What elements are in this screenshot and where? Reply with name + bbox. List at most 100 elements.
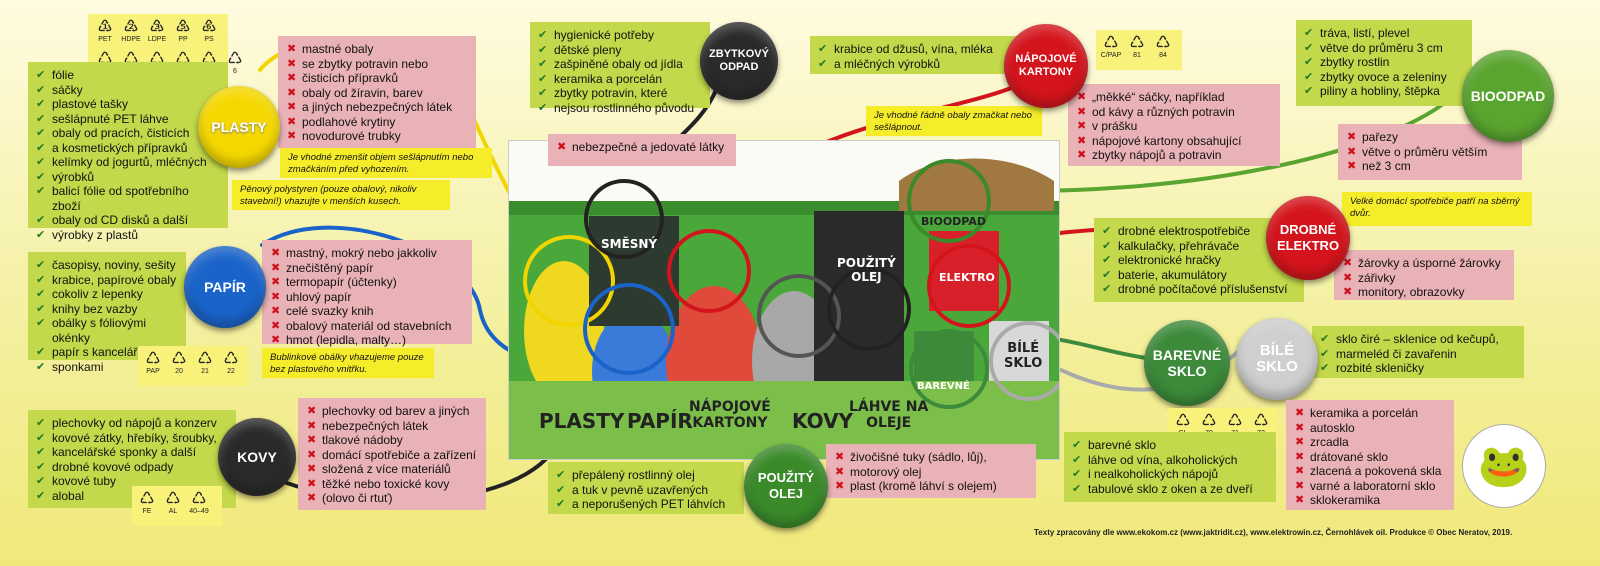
recycle-icon: ♺21 — [197, 349, 213, 376]
list-item: časopisy, noviny, sešity — [36, 258, 178, 273]
list-item: se zbytky potravin nebo — [286, 57, 468, 72]
bioodpad-yes-list: tráva, listí, plevel větve do průměru 3 … — [1296, 20, 1472, 106]
plasty-yes-list: fólie sáčky plastové tašky sešlápnuté PE… — [28, 62, 228, 242]
list-item: varné a laboratorní sklo — [1294, 479, 1446, 494]
recycle-icon: ♺PAP — [145, 349, 161, 376]
recycle-icon: ♺20 — [171, 349, 187, 376]
olej-yes-list: přepálený rostlinný olej a tuk v pevně u… — [548, 462, 744, 514]
list-item: termopapír (účtenky) — [270, 275, 464, 290]
illu-label-elektro: ELEKTRO — [939, 271, 995, 284]
list-item: elektronické hračky — [1102, 253, 1296, 268]
list-item: zbytky nápojů a potravin — [1076, 148, 1272, 163]
list-item: nebezpečné a jedovaté látky — [556, 140, 728, 155]
illu-label-lahve: LÁHVE NA OLEJE — [849, 399, 929, 431]
list-item: alobal — [36, 489, 228, 504]
list-item: zářivky — [1342, 271, 1506, 286]
olej-no-list: živočišné tuky (sádlo, lůj), motorový ol… — [826, 444, 1036, 498]
recycle-icon: ♺81 — [1129, 33, 1145, 60]
list-item: výrobky z plastů — [36, 228, 220, 243]
list-item: „měkké“ sáčky, například — [1076, 90, 1272, 105]
kovy-codes: ♺FE ♺AL ♺40–49 — [136, 490, 210, 516]
list-item: obaly od CD disků a další — [36, 213, 220, 228]
list-item: a jiných nebezpečných látek — [286, 100, 468, 115]
list-item: barevné sklo — [1072, 438, 1268, 453]
recycle-icon: ♺C/PAP — [1100, 33, 1122, 60]
recycle-icon: ♺AL — [165, 489, 181, 516]
olej-badge: POUŽITÝ OLEJ — [744, 444, 828, 528]
list-item: složená z více materiálů — [306, 462, 478, 477]
frog-mascot-icon: 🐸 — [1462, 424, 1546, 508]
recycle-icon: ♵LDPE — [147, 17, 167, 44]
list-item: kelímky od jogurtů, mléčných — [36, 155, 220, 170]
list-item: tráva, listí, plevel — [1304, 26, 1464, 41]
illu-label-bioodpad: BIOODPAD — [921, 215, 987, 228]
list-item: drobné počítačové příslušenství — [1102, 282, 1296, 297]
papir-no-list: mastný, mokrý nebo jakkoliv znečištěný p… — [262, 240, 472, 347]
list-item: fólie — [36, 68, 220, 83]
recycle-icon: ♺22 — [223, 349, 239, 376]
recycle-icon: ♺6 — [227, 49, 243, 76]
list-item: zbytky ovoce a zeleniny — [1304, 70, 1464, 85]
zbytkovy-yes-list: hygienické potřeby dětské pleny zašpiněn… — [530, 22, 710, 115]
kovy-no-list: plechovky od barev a jiných nebezpečných… — [298, 398, 486, 510]
bile-sklo-yes-list: sklo čiré – sklenice od kečupů, marmeléd… — [1312, 326, 1524, 378]
elektro-no-list: žárovky a úsporné žárovky zářivky monito… — [1334, 250, 1514, 300]
plasty-codes-row1: ♳PET ♴HDPE ♵LDPE ♷PP ♸PS — [94, 18, 220, 44]
napojove-yes-list: krabice od džusů, vína, mléka a mléčných… — [810, 36, 1018, 74]
barevne-sklo-yes-list: barevné sklo láhve od vína, alkoholickýc… — [1064, 432, 1276, 502]
elektro-note: Velké domácí spotřebiče patří na sběrný … — [1342, 192, 1532, 226]
list-item: sáčky — [36, 83, 220, 98]
list-item: čisticích přípravků — [286, 71, 468, 86]
list-item: krabice, papírové obaly — [36, 273, 178, 288]
illu-label-napojove: NÁPOJOVÉ KARTONY — [689, 399, 771, 431]
list-item: od kávy a různých potravin — [1076, 105, 1272, 120]
zbytkovy-badge: ZBYTKOVÝ ODPAD — [700, 22, 778, 100]
napojove-no-list: „měkké“ sáčky, například od kávy a různý… — [1068, 84, 1280, 166]
plasty-badge: PLASTY — [198, 86, 280, 168]
list-item: piliny a hobliny, štěpka — [1304, 84, 1464, 99]
papir-yes-list: časopisy, noviny, sešity krabice, papíro… — [28, 252, 186, 374]
list-item: hmot (lepidla, malty…) — [270, 333, 464, 348]
list-item: tlakové nádoby — [306, 433, 478, 448]
list-item: keramika a porcelán — [538, 72, 702, 87]
papir-codes-bg — [138, 346, 248, 386]
list-item: mastné obaly — [286, 42, 468, 57]
list-item: větve do průměru 3 cm — [1304, 41, 1464, 56]
list-item: knihy bez vazby — [36, 302, 178, 317]
recycle-icon: ♺40–49 — [189, 489, 209, 516]
list-item: sponkami — [36, 360, 178, 375]
kovy-badge: KOVY — [218, 418, 296, 496]
list-item: podlahové krytiny — [286, 115, 468, 130]
bile-sklo-badge: BÍLÉ SKLO — [1236, 318, 1318, 400]
list-item: marmeléd či zavařenin — [1320, 347, 1516, 362]
list-item: zbytky rostlin — [1304, 55, 1464, 70]
list-item: obálky s fóliovými okénky — [36, 316, 178, 345]
list-item: v prášku — [1076, 119, 1272, 134]
list-item: hygienické potřeby — [538, 28, 702, 43]
papir-badge: PAPÍR — [184, 246, 266, 328]
list-item: cokoliv z lepenky — [36, 287, 178, 302]
list-item: těžké nebo toxické kovy — [306, 477, 478, 492]
recycle-icon: ♸PS — [201, 17, 217, 44]
list-item: láhve od vína, alkoholických — [1072, 453, 1268, 468]
list-item: větve o průměru větším — [1346, 145, 1514, 160]
recycle-icon: ♳PET — [97, 17, 113, 44]
list-item: domácí spotřebiče a zařízení — [306, 448, 478, 463]
list-item: plechovky od barev a jiných — [306, 404, 478, 419]
list-item: kovové zátky, hřebíky, šroubky, — [36, 431, 228, 446]
papir-codes: ♺PAP ♺20 ♺21 ♺22 — [142, 350, 242, 376]
illu-label-kovy: KOVY — [792, 409, 854, 433]
list-item: balicí fólie od spotřebního zboží — [36, 184, 220, 213]
napojove-codes: ♺C/PAP ♺81 ♺84 — [1100, 34, 1174, 60]
papir-note: Bublinkové obálky vhazujeme pouze bez pl… — [262, 348, 434, 378]
elektro-badge: DROBNÉ ELEKTRO — [1266, 196, 1350, 280]
list-item: i nealkoholických nápojů — [1072, 467, 1268, 482]
list-item: rozbité skleničky — [1320, 361, 1516, 376]
list-item: a mléčných výrobků — [818, 57, 1010, 72]
illu-label-smesny: SMĚSNÝ — [601, 237, 658, 251]
list-item: kalkulačky, přehrávače — [1102, 239, 1296, 254]
list-item: zrcadla — [1294, 435, 1446, 450]
list-item: žárovky a úsporné žárovky — [1342, 256, 1506, 271]
list-item: drobné elektrospotřebiče — [1102, 224, 1296, 239]
illu-label-barevne: BAREVNÉ — [917, 381, 970, 392]
